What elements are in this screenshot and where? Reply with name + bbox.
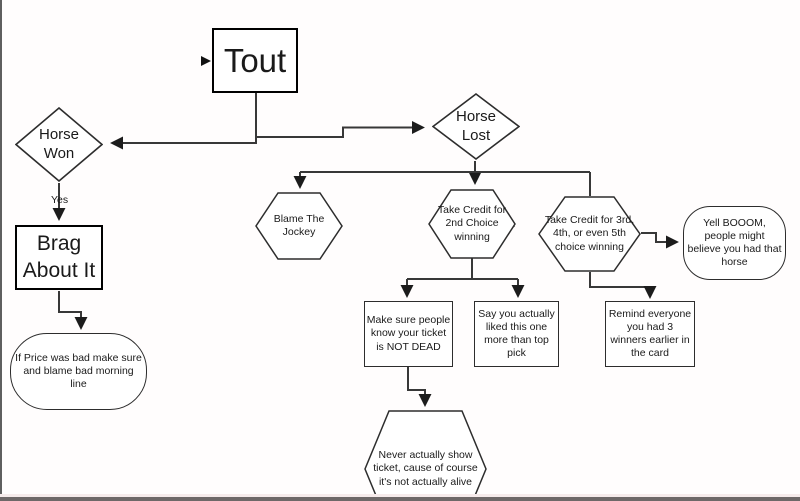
node-label: Make sure people know your ticket is NOT… — [366, 314, 451, 353]
node-horse-won[interactable]: Horse Won — [15, 107, 103, 182]
connector-credit3rd-remind — [589, 272, 657, 299]
hexagon-shape — [364, 410, 487, 501]
hexagon-shape — [538, 196, 641, 272]
hexagon-shape — [428, 189, 516, 259]
window-bottom-bar — [0, 497, 800, 501]
hexagon-shape — [255, 192, 343, 260]
cursor-icon — [201, 56, 211, 66]
node-label: Horse Won — [38, 125, 79, 162]
node-label: Take Credit for 2nd Choice winning — [437, 204, 507, 243]
node-label: Blame The Jockey — [273, 212, 325, 238]
diamond-shape — [432, 93, 520, 160]
node-liked-this-one[interactable]: Say you actually liked this one more tha… — [474, 301, 559, 367]
node-remind-winners[interactable]: Remind everyone you had 3 winners earlie… — [605, 301, 695, 367]
node-label: Yell BOOOM, people might believe you had… — [687, 216, 782, 269]
node-label: Never actually show ticket, cause of cou… — [373, 449, 478, 488]
node-label: Tout — [223, 41, 287, 79]
window-bottom-strip — [0, 494, 800, 497]
connector-brag-pricebad — [58, 291, 88, 330]
window-left-edge — [0, 0, 2, 496]
connector-tout-horselost — [256, 121, 425, 138]
node-label: Take Credit for 3rd, 4th, or even 5th ch… — [544, 214, 635, 253]
node-label: Horse Lost — [455, 107, 496, 144]
connector-credit3rd-yell — [641, 232, 679, 249]
node-price-bad[interactable]: If Price was bad make sure and blame bad… — [10, 333, 147, 410]
node-never-show[interactable]: Never actually show ticket, cause of cou… — [364, 410, 487, 501]
node-label: If Price was bad make sure and blame bad… — [15, 351, 142, 391]
connector-ticketnotdead-nevershow — [407, 367, 432, 407]
diamond-shape — [15, 107, 103, 182]
node-credit-2nd[interactable]: Take Credit for 2nd Choice winning — [428, 189, 516, 259]
edge-label-yes: Yes — [51, 194, 69, 206]
node-ticket-not-dead[interactable]: Make sure people know your ticket is NOT… — [364, 301, 453, 367]
node-credit-3rd[interactable]: Take Credit for 3rd, 4th, or even 5th ch… — [538, 196, 641, 272]
node-label: Brag About It — [22, 232, 96, 282]
connector-tout-horsewon — [110, 93, 257, 150]
node-label: Say you actually liked this one more tha… — [478, 307, 555, 360]
node-brag-about-it[interactable]: Brag About It — [15, 225, 103, 290]
node-horse-lost[interactable]: Horse Lost — [432, 93, 520, 160]
node-label: Remind everyone you had 3 winners earlie… — [608, 307, 692, 360]
node-tout[interactable]: Tout — [212, 28, 298, 93]
node-blame-jockey[interactable]: Blame The Jockey — [255, 192, 343, 260]
node-yell-booom[interactable]: Yell BOOOM, people might believe you had… — [683, 206, 786, 280]
